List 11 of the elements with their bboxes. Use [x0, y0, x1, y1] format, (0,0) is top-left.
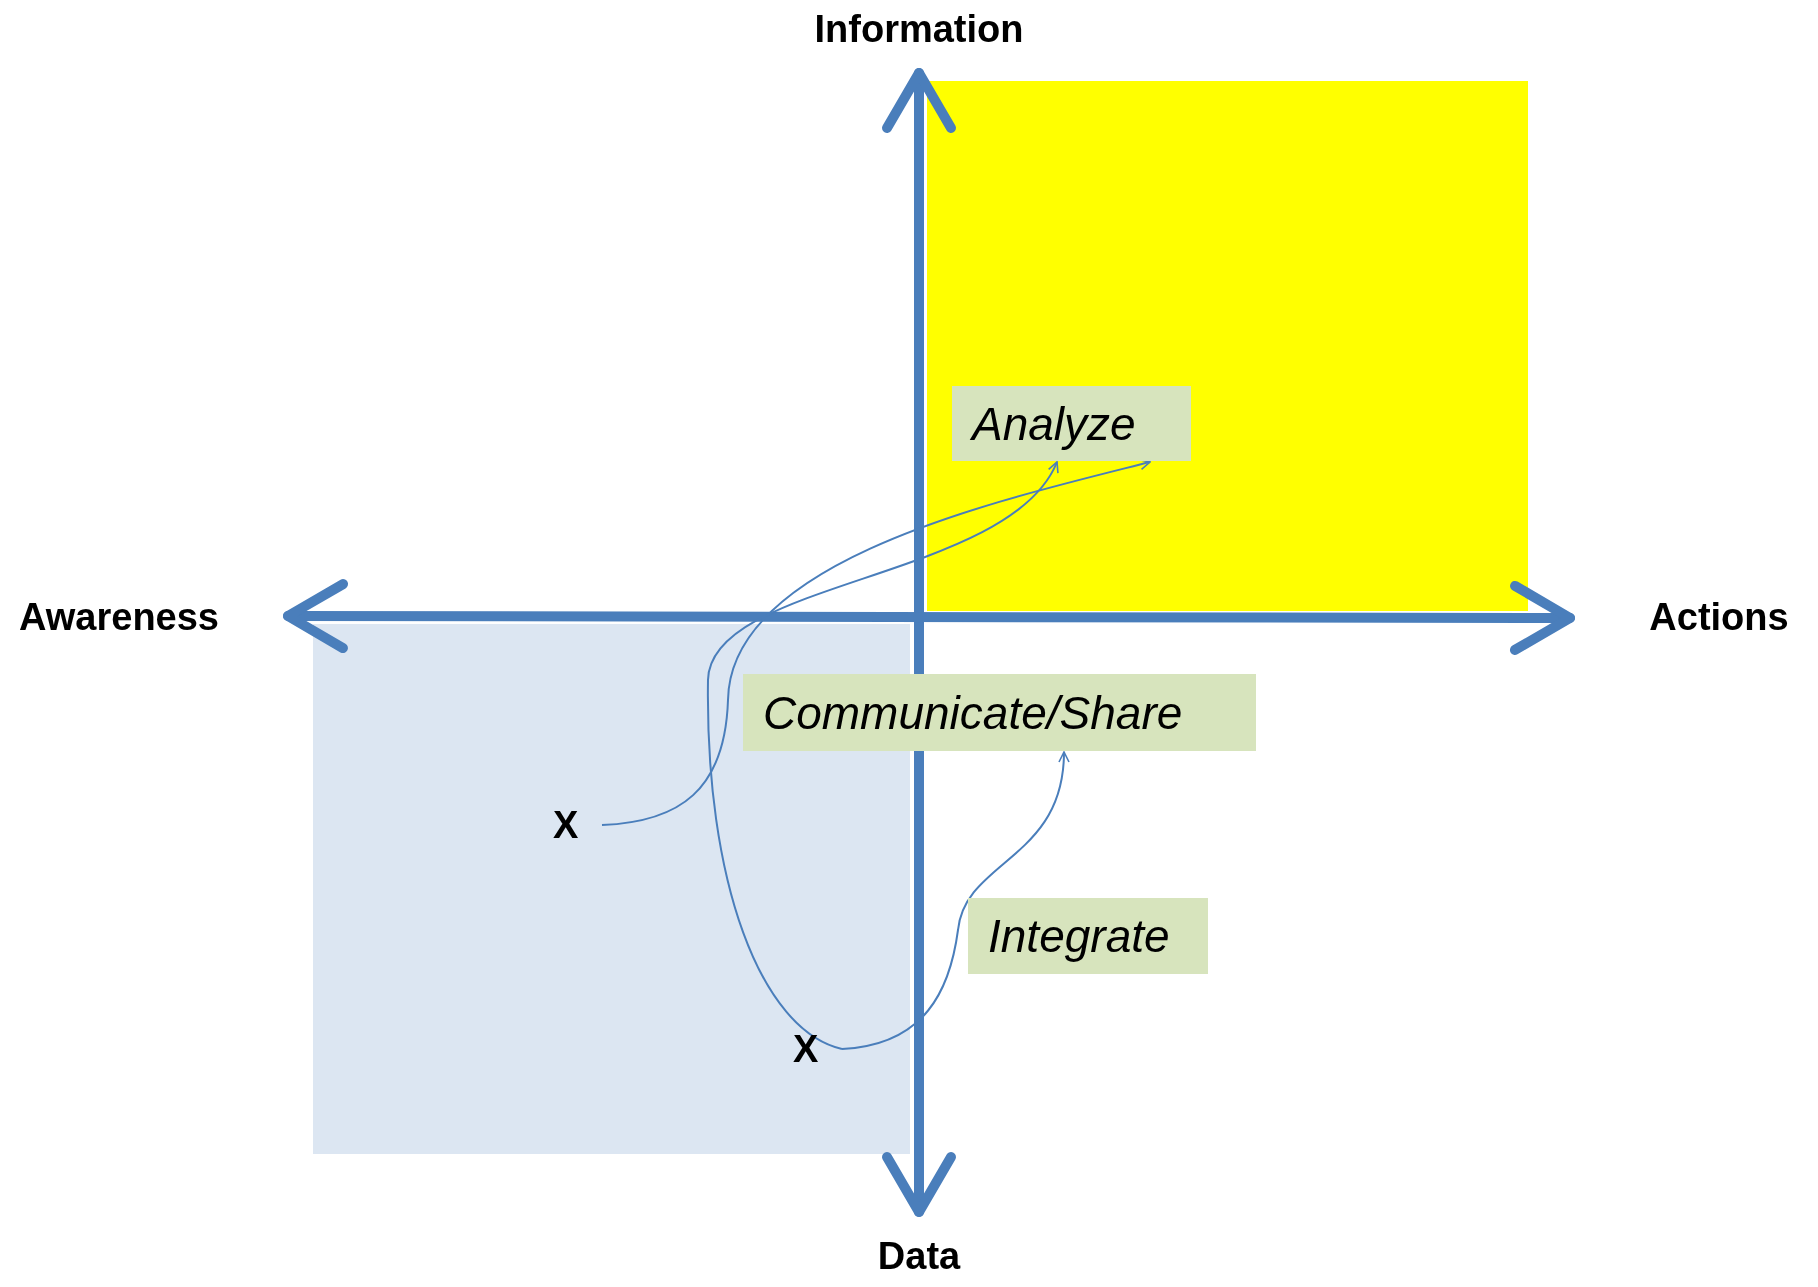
axis-label: Information	[814, 7, 1024, 51]
axis-label: Awareness	[19, 595, 219, 639]
curved-arrow	[841, 751, 1069, 1050]
axis-label: Actions	[1649, 595, 1789, 639]
process-label-box: Integrate	[968, 898, 1208, 974]
start-mark: X	[553, 800, 601, 850]
curved-arrow	[707, 461, 1058, 1050]
start-mark: X	[793, 1024, 841, 1074]
process-label-box: Communicate/Share	[743, 674, 1256, 751]
axis-label: Data	[877, 1234, 961, 1278]
process-label-box: Analyze	[952, 386, 1191, 461]
